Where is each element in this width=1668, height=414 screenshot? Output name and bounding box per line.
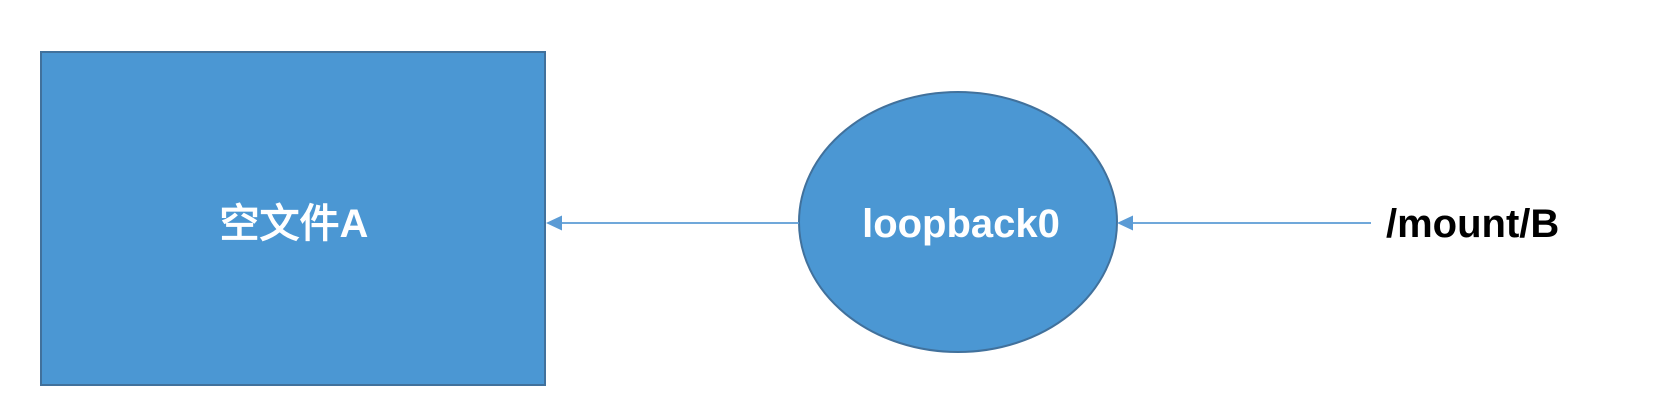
mount-path-label: /mount/B xyxy=(1386,202,1559,246)
arrowhead-to-loopback-icon xyxy=(1117,215,1133,231)
arrowhead-to-file-icon xyxy=(546,215,562,231)
loopback-label: loopback0 xyxy=(862,202,1060,246)
empty-file-node xyxy=(40,51,546,386)
loopback-node xyxy=(798,91,1118,353)
empty-file-label: 空文件A xyxy=(220,202,369,246)
